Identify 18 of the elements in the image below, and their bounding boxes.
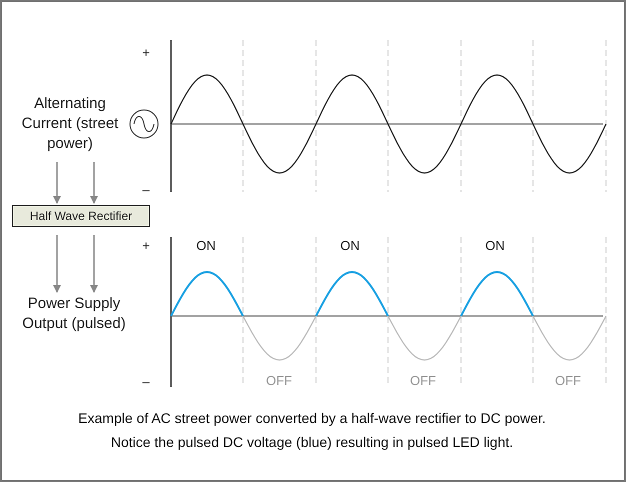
arrow: [90, 162, 98, 204]
state-label: OFF: [555, 373, 581, 388]
arrow: [53, 162, 61, 204]
minus-sign: –: [142, 182, 150, 197]
state-label: OFF: [410, 373, 436, 388]
arrow: [53, 235, 61, 293]
state-label: OFF: [266, 373, 292, 388]
arrow: [90, 235, 98, 293]
caption: Example of AC street power converted by a half-wave rectifier to DC power. Notice the pulsed DC voltage (blue) resulting in pulsed LED light.: [77, 409, 547, 452]
node-text: Power Supply Output (pulsed): [10, 294, 138, 334]
minus-sign: –: [142, 374, 150, 389]
plus-sign: +: [142, 238, 150, 253]
node-text: Alternating Current (street power): [10, 94, 130, 154]
state-label: ON: [340, 238, 360, 253]
state-label: ON: [485, 238, 505, 253]
plus-sign: +: [142, 45, 150, 60]
state-label: ON: [196, 238, 216, 253]
process-box: Half Wave Rectifier: [12, 205, 150, 227]
